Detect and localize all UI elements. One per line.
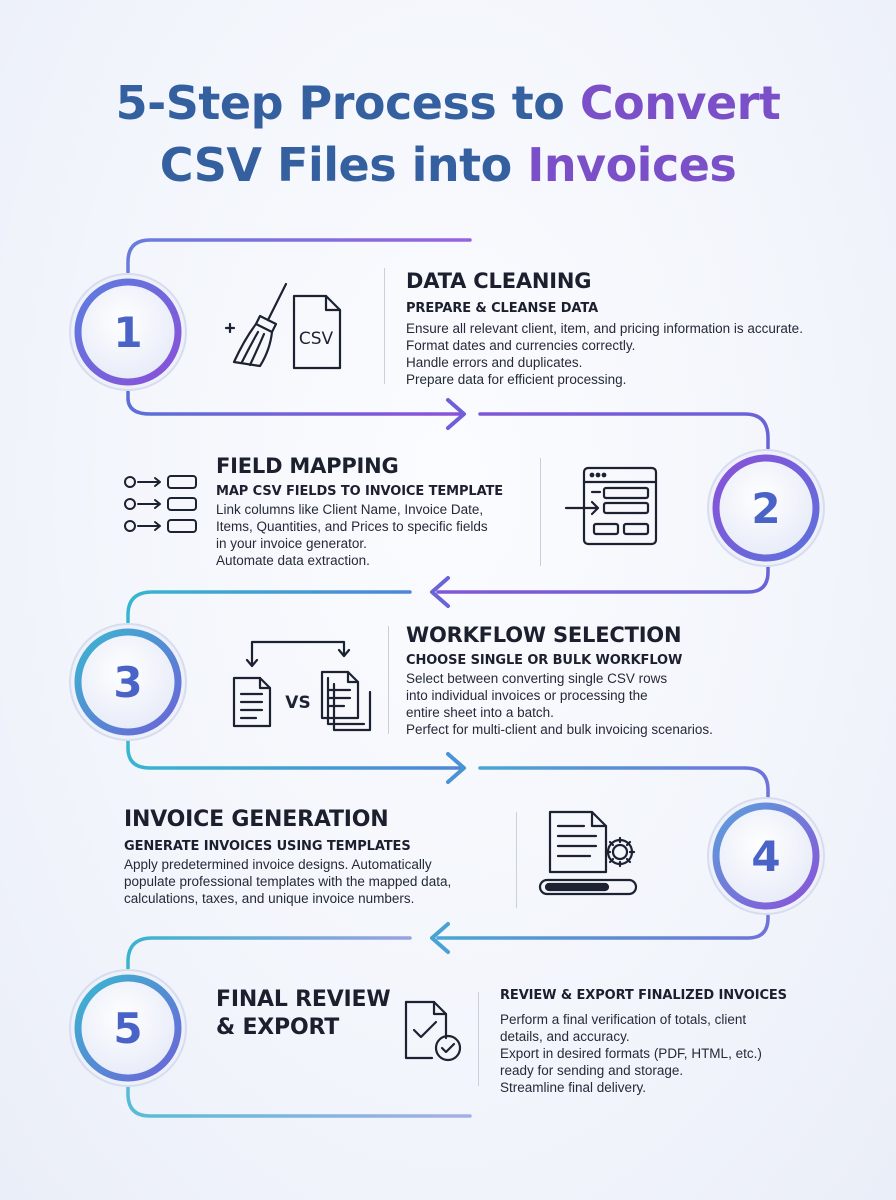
description-line: Select between converting single CSV row… bbox=[406, 671, 668, 686]
title-segment: CSV Files into bbox=[159, 138, 528, 192]
title-segment: 5-Step Process to bbox=[115, 76, 580, 130]
step-subtitle: REVIEW & EXPORT FINALIZED INVOICES bbox=[500, 988, 787, 1003]
step-2-text: FIELD MAPPING MAP CSV FIELDS TO INVOICE … bbox=[216, 453, 503, 569]
description-line: Handle errors and duplicates. bbox=[406, 355, 583, 370]
step-subtitle: GENERATE INVOICES USING TEMPLATES bbox=[124, 839, 411, 854]
csv-icon-label: CSV bbox=[299, 329, 334, 349]
step-description: Link columns like Client Name, Invoice D… bbox=[216, 501, 503, 569]
title-segment-accent: Invoices bbox=[527, 138, 737, 192]
description-line: Perfect for multi-client and bulk invoic… bbox=[406, 722, 713, 737]
arrow-right-icon bbox=[446, 398, 466, 430]
step-ring bbox=[69, 623, 187, 741]
step-number: 5 bbox=[113, 1003, 143, 1053]
description-line: populate professional templates with the… bbox=[124, 874, 452, 889]
divider bbox=[540, 458, 541, 566]
step-1-text: DATA CLEANING PREPARE & CLEANSE DATA Ens… bbox=[406, 268, 803, 388]
field-mapping-icon bbox=[122, 472, 202, 534]
step-ring bbox=[707, 797, 825, 915]
title-line-2: CSV Files into Invoices bbox=[0, 134, 896, 196]
description-line: ready for sending and storage. bbox=[500, 1063, 684, 1078]
step-title: FIELD MAPPING bbox=[216, 454, 399, 478]
connector-bottom bbox=[126, 1084, 472, 1118]
step-circle-1: 1 bbox=[66, 270, 190, 394]
description-line: entire sheet into a batch. bbox=[406, 705, 554, 720]
single-vs-bulk-icon: VS bbox=[226, 636, 376, 732]
page-title: 5-Step Process to Convert CSV Files into… bbox=[0, 72, 896, 196]
description-line: Streamline final delivery. bbox=[500, 1080, 647, 1095]
step-circle-4: 4 bbox=[704, 794, 828, 918]
step-circle-5: 5 bbox=[66, 966, 190, 1090]
step-circle-2: 2 bbox=[704, 446, 828, 570]
step-description: Ensure all relevant client, item, and pr… bbox=[406, 320, 803, 388]
connector-2-3b bbox=[126, 590, 412, 624]
divider bbox=[478, 992, 479, 1086]
description-line: Format dates and currencies correctly. bbox=[406, 338, 636, 353]
vs-label: VS bbox=[285, 693, 310, 713]
description-line: Ensure all relevant client, item, and pr… bbox=[406, 321, 803, 336]
arrow-right-icon bbox=[446, 752, 466, 784]
step-subtitle: CHOOSE SINGLE OR BULK WORKFLOW bbox=[406, 653, 683, 668]
step-description: Apply predetermined invoice designs. Aut… bbox=[124, 856, 451, 907]
step-ring bbox=[707, 449, 825, 567]
description-line: Automate data extraction. bbox=[216, 553, 370, 568]
description-line: Items, Quantities, and Prices to specifi… bbox=[216, 519, 488, 534]
divider bbox=[388, 626, 389, 734]
description-line: Apply predetermined invoice designs. Aut… bbox=[124, 857, 432, 872]
step-circle-3: 3 bbox=[66, 620, 190, 744]
step-ring bbox=[69, 969, 187, 1087]
step-3-text: WORKFLOW SELECTION CHOOSE SINGLE OR BULK… bbox=[406, 622, 713, 738]
step-title: INVOICE GENERATION bbox=[124, 807, 389, 832]
description-line: Export in desired formats (PDF, HTML, et… bbox=[500, 1046, 762, 1061]
connector-top bbox=[126, 238, 472, 274]
description-line: into individual invoices or processing t… bbox=[406, 688, 648, 703]
step-title-line: FINAL REVIEW bbox=[216, 987, 391, 1012]
step-description: Select between converting single CSV row… bbox=[406, 670, 713, 738]
description-line: details, and accuracy. bbox=[500, 1029, 630, 1044]
step-description: Perform a final verification of totals, … bbox=[500, 1011, 787, 1096]
step-subtitle: PREPARE & CLEANSE DATA bbox=[406, 301, 599, 316]
description-line: Link columns like Client Name, Invoice D… bbox=[216, 502, 484, 517]
connector-1-2 bbox=[126, 390, 462, 416]
title-segment-accent: Convert bbox=[579, 76, 781, 130]
step-4-text: INVOICE GENERATION GENERATE INVOICES USI… bbox=[124, 806, 451, 907]
step-number: 4 bbox=[751, 831, 781, 881]
step-ring bbox=[69, 273, 187, 391]
description-line: in your invoice generator. bbox=[216, 536, 367, 551]
step-title: WORKFLOW SELECTION bbox=[406, 623, 682, 647]
description-line: calculations, taxes, and unique invoice … bbox=[124, 891, 415, 906]
connector-3-4 bbox=[126, 738, 462, 770]
step-number: 3 bbox=[113, 657, 143, 707]
arrow-left-icon bbox=[430, 922, 450, 954]
connector-1-2b bbox=[478, 412, 770, 450]
description-line: Prepare data for efficient processing. bbox=[406, 372, 627, 387]
connector-2-3 bbox=[436, 558, 770, 594]
step-number: 1 bbox=[113, 307, 143, 357]
broom-csv-icon: CSV bbox=[222, 280, 362, 372]
connector-3-4b bbox=[478, 766, 770, 802]
document-check-icon bbox=[400, 998, 470, 1068]
connector-4-5 bbox=[436, 914, 770, 940]
step-title-line: & EXPORT bbox=[216, 1015, 340, 1040]
title-line-1: 5-Step Process to Convert bbox=[0, 72, 896, 134]
step-title: DATA CLEANING bbox=[406, 269, 592, 293]
connector-4-5b bbox=[126, 936, 412, 970]
divider bbox=[516, 812, 517, 908]
step-number: 2 bbox=[751, 483, 781, 533]
web-form-icon bbox=[564, 464, 660, 548]
arrow-left-icon bbox=[430, 576, 450, 608]
invoice-generation-icon bbox=[536, 808, 646, 904]
step-subtitle: MAP CSV FIELDS TO INVOICE TEMPLATE bbox=[216, 484, 504, 499]
description-line: Perform a final verification of totals, … bbox=[500, 1012, 747, 1027]
step-5-title: FINAL REVIEW & EXPORT bbox=[216, 986, 391, 1042]
step-5-text: REVIEW & EXPORT FINALIZED INVOICES Perfo… bbox=[500, 987, 787, 1096]
divider bbox=[384, 268, 385, 384]
